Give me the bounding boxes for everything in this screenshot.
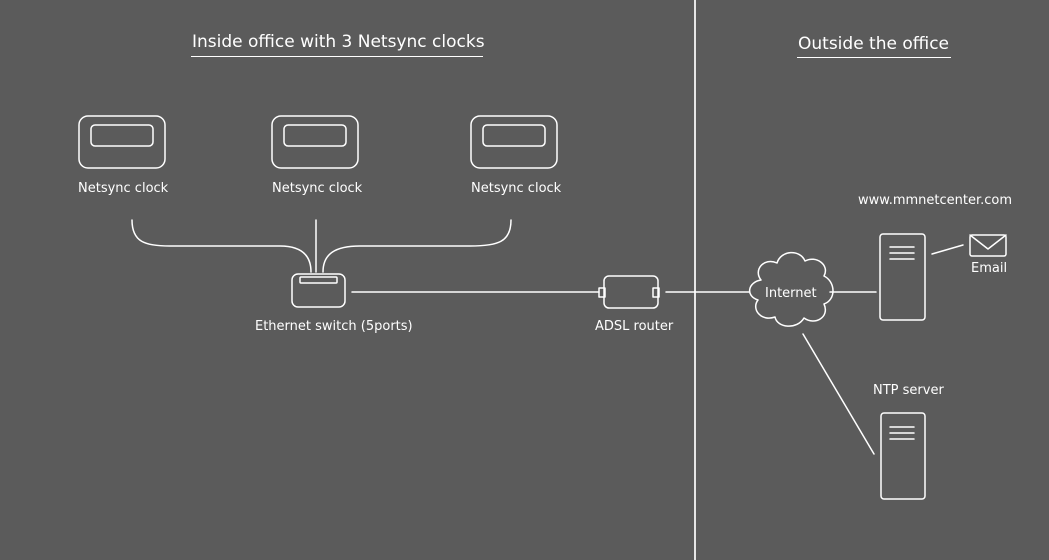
internet-to-ntp-line: [802, 333, 875, 455]
section-divider: [694, 0, 696, 560]
ntp-server-label: NTP server: [873, 383, 944, 398]
switch-label: Ethernet switch (5ports): [255, 319, 413, 334]
inside-section-title: Inside office with 3 Netsync clocks: [192, 32, 485, 52]
clock-1-label: Netsync clock: [78, 181, 169, 196]
web-server-icon: [879, 233, 926, 321]
clock-2-label: Netsync clock: [272, 181, 363, 196]
router-label: ADSL router: [595, 319, 674, 334]
clock-2-icon: [271, 115, 359, 169]
internet-label: Internet: [765, 286, 817, 301]
outside-title-underline: [797, 57, 951, 58]
router-icon: [598, 275, 660, 309]
clock-3-to-switch-line: [322, 219, 512, 273]
switch-icon: [291, 273, 346, 308]
inside-title-underline: [191, 56, 483, 57]
web-server-label: www.mmnetcenter.com: [858, 193, 1013, 208]
outside-section-title: Outside the office: [798, 34, 949, 54]
clock-3-icon: [470, 115, 558, 169]
envelope-icon: [969, 234, 1007, 257]
cloud-icon: [749, 251, 834, 327]
clock-3-label: Netsync clock: [471, 181, 562, 196]
email-label: Email: [971, 261, 1008, 276]
clock-1-icon: [78, 115, 166, 169]
clock-1-to-switch-line: [131, 219, 312, 273]
ntp-server-icon: [880, 412, 926, 500]
webserver-to-email-line: [931, 244, 964, 255]
